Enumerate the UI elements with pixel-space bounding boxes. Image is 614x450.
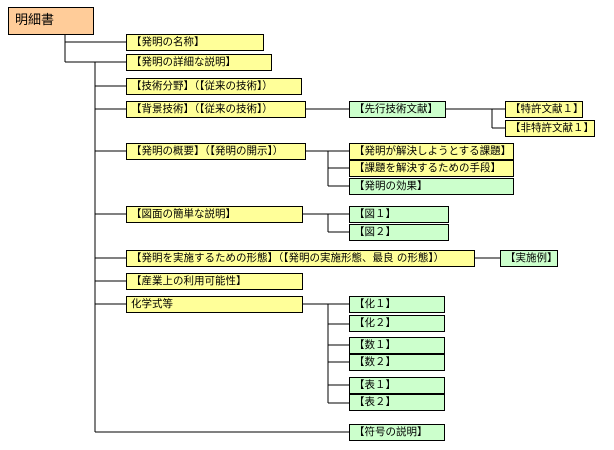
node-prior-art-documents: 【先行技術文献】	[349, 101, 446, 118]
node-means: 【課題を解決するための手段】	[349, 160, 514, 177]
node-math-2: 【数２】	[349, 354, 445, 371]
node-example: 【実施例】	[500, 250, 558, 267]
node-effect: 【発明の効果】	[349, 178, 514, 195]
node-root: 明細書	[8, 7, 94, 35]
node-figure-1: 【図１】	[349, 206, 449, 223]
node-problem: 【発明が解決しようとする課題】	[349, 143, 514, 160]
node-nonpatent-document-1: 【非特許文献１】	[505, 120, 595, 137]
node-table-1: 【表１】	[349, 377, 445, 394]
node-chemical-formulas: 化学式等	[126, 296, 303, 313]
node-table-2: 【表２】	[349, 394, 445, 411]
node-summary: 【発明の概要】（【発明の開示】）	[126, 143, 306, 160]
node-chemical-1: 【化１】	[349, 296, 445, 313]
node-reference-signs: 【符号の説明】	[349, 424, 445, 441]
node-embodiment: 【発明を実施するための形態】（【発明の実施形態、最良 の形態】）	[126, 250, 475, 267]
node-figure-2: 【図２】	[349, 224, 449, 241]
node-industrial-applicability: 【産業上の利用可能性】	[126, 273, 303, 290]
node-chemical-2: 【化２】	[349, 315, 445, 332]
node-math-1: 【数１】	[349, 337, 445, 354]
node-title: 【発明の名称】	[126, 34, 264, 51]
node-patent-document-1: 【特許文献１】	[505, 101, 583, 118]
node-technical-field: 【技術分野】（【従来の技術】）	[126, 78, 302, 95]
node-background-art: 【背景技術】（【従来の技術】）	[126, 101, 306, 118]
node-detailed-description: 【発明の詳細な説明】	[126, 54, 272, 71]
node-drawings: 【図面の簡単な説明】	[126, 206, 303, 223]
